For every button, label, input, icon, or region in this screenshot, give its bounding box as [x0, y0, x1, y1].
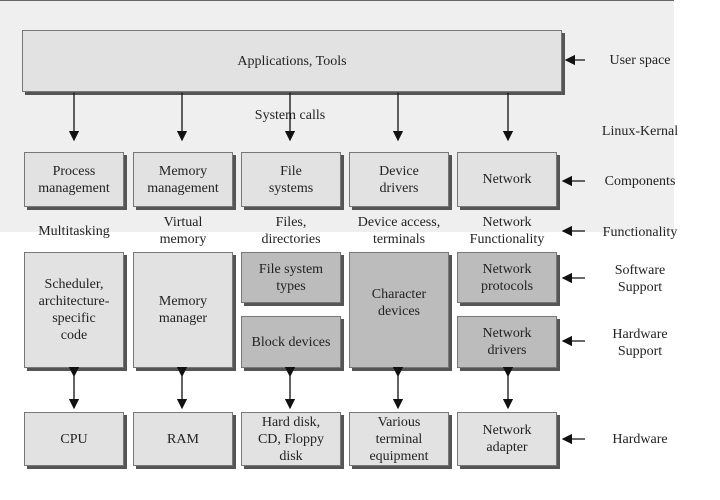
memory-management-box: Memory management [133, 152, 233, 207]
functionality-virtual-memory: Virtual memory [159, 215, 207, 247]
character-devices-box: Character devices [349, 252, 449, 368]
user-space-label: User space [609, 53, 671, 68]
functionality-multitasking: Multitasking [38, 224, 110, 239]
system-calls-label: System calls [254, 108, 326, 123]
file-systems-box: File systems [241, 152, 341, 207]
functionality-device-access: Device access, terminals [357, 215, 441, 247]
process-management-box: Process management [24, 152, 124, 207]
functionality-label: Functionality [602, 225, 678, 240]
storage-box: Hard disk, CD, Floppy disk [241, 412, 341, 466]
linux-kernel-label: Linux-Kernal [601, 124, 679, 139]
functionality-files: Files, directories [261, 215, 321, 247]
functionality-network: Network Functionality [469, 215, 545, 247]
applications-tools-box: Applications, Tools [22, 30, 562, 92]
file-system-types-box: File system types [241, 252, 341, 303]
components-label: Components [604, 174, 676, 189]
scheduler-box: Scheduler, architecture- specific code [24, 252, 124, 368]
ram-box: RAM [133, 412, 233, 466]
network-box: Network [457, 152, 557, 207]
terminal-equipment-box: Various terminal equipment [349, 412, 449, 466]
network-protocols-box: Network protocols [457, 252, 557, 303]
device-drivers-box: Device drivers [349, 152, 449, 207]
network-adapter-box: Network adapter [457, 412, 557, 466]
network-drivers-box: Network drivers [457, 316, 557, 368]
hardware-label: Hardware [612, 432, 668, 447]
software-support-label: Software Support [614, 263, 666, 295]
cpu-box: CPU [24, 412, 124, 466]
hardware-support-label: Hardware Support [612, 327, 668, 359]
